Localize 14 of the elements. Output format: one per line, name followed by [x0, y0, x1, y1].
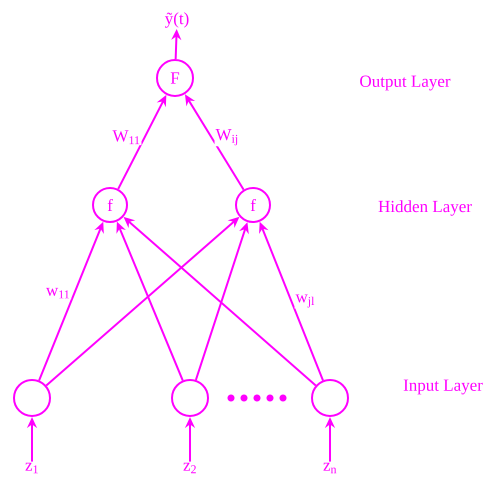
layer-label: Output Layer: [360, 76, 450, 90]
signal-label: z$_{n}$: [323, 462, 336, 474]
weight-label: w$_{jl}$: [294, 294, 316, 308]
neuron-circle: [171, 379, 209, 417]
weight-label: W$_{ij}$: [214, 128, 240, 146]
weight-label: W$_{11}$: [111, 129, 142, 146]
signal-label: ỹ(t): [164, 12, 189, 28]
neuron-circle: [13, 379, 51, 417]
neuron-circle: [311, 379, 349, 417]
signal-label: z$_{2}$: [183, 462, 196, 474]
layer-label: Input Layer: [404, 380, 483, 394]
weight-label: w$_{11}$: [44, 286, 72, 300]
signal-label: z$_{1}$: [25, 462, 38, 474]
layer-label: Hidden Layer: [378, 200, 472, 216]
